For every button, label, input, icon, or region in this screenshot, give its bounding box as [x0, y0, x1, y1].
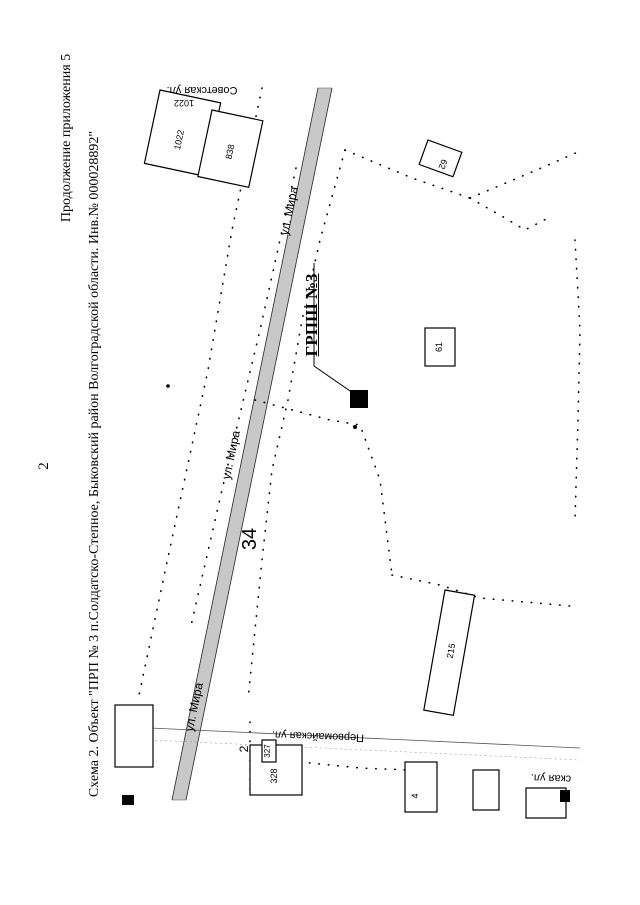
street-label-sovetskaya: Советская ул.	[166, 84, 238, 96]
boundary-bottom-mid	[299, 761, 411, 771]
grpsh-leader-line	[313, 263, 354, 394]
object-label: ГРПШ №3	[302, 273, 321, 357]
building-327	[261, 739, 277, 763]
building-number-4: 4	[410, 793, 420, 799]
block-number: 34	[239, 527, 261, 551]
boundary-left-inner	[189, 167, 297, 631]
building-number-327: 327	[263, 744, 272, 758]
boundary-right-column	[574, 239, 581, 521]
boundary-lower-right	[469, 197, 549, 231]
boundary-parcel-bottom	[391, 574, 571, 607]
building-4	[404, 761, 438, 813]
survey-dot	[353, 425, 357, 429]
pervomayskaya-road-edge	[149, 739, 581, 761]
street-label-bottom: ская ул.	[530, 771, 572, 785]
edge-marker-left	[122, 795, 134, 805]
edge-marker-right	[560, 790, 570, 802]
building-left-square	[114, 704, 154, 768]
building-62	[418, 139, 463, 178]
building-number-1022-top: 1022	[173, 98, 195, 108]
building-215	[423, 589, 476, 717]
building-bottom-mid	[472, 769, 500, 811]
boundary-parcel-top	[344, 149, 471, 199]
appendix-continuation: Продолжение приложения 5	[59, 53, 74, 223]
grpsh-marker	[350, 390, 368, 408]
pervomayskaya-road	[149, 727, 581, 749]
boundary-mid	[254, 399, 393, 576]
boundary-right-edge	[469, 151, 579, 199]
boundary-right-main	[247, 149, 346, 701]
mira-road-edge-right	[185, 87, 333, 801]
mira-road-edge-left	[171, 87, 319, 801]
survey-dot-2	[166, 384, 170, 388]
building-61	[424, 327, 456, 367]
building-838	[197, 109, 264, 189]
building-number-2: 2	[237, 745, 251, 753]
building-number-328: 328	[269, 768, 279, 784]
building-number-61: 61	[434, 342, 444, 353]
page-number: 2	[36, 462, 52, 470]
building-bottom-right	[525, 787, 567, 819]
scheme-caption: Схема 2. Объект "ПРП № 3 п.Солдатско-Сте…	[87, 130, 102, 798]
buildings	[114, 89, 567, 819]
